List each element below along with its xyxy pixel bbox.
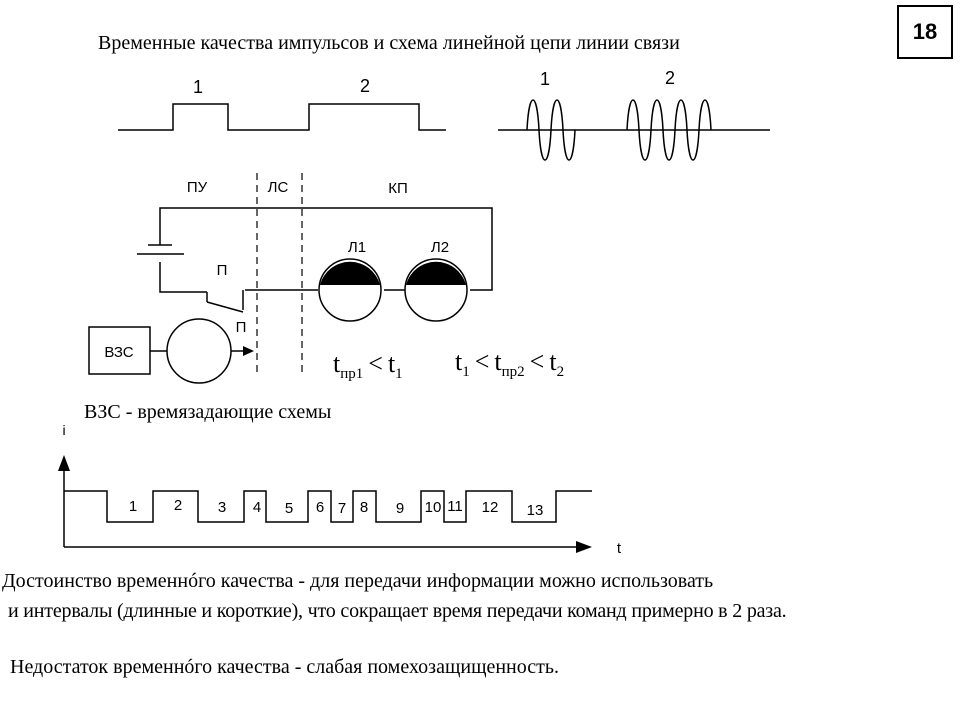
- interval-label-12: 12: [482, 499, 499, 516]
- interval-label-9: 9: [396, 500, 404, 517]
- y-axis-label: i: [62, 422, 65, 438]
- x-axis-arrow: [576, 541, 592, 553]
- motor-arrow-head: [243, 346, 254, 356]
- interval-label-10: 10: [425, 499, 442, 516]
- pulse-label-1: 1: [193, 77, 203, 97]
- interval-label-7: 7: [338, 500, 346, 517]
- interval-label-1: 1: [129, 498, 137, 515]
- advantage-text-line2: и интервалы (длинные и короткие), что со…: [8, 600, 787, 622]
- interval-label-2: 2: [174, 497, 182, 514]
- disadvantage-text: Недостаток временнóго качества - слабая …: [10, 656, 559, 678]
- lamp-label-1: Л1: [348, 239, 366, 256]
- pulse-label-2: 2: [360, 76, 370, 96]
- formula-2: t1<tпр2<t2: [455, 347, 564, 380]
- vzs-caption: ВЗС - времязадающие схемы: [84, 401, 331, 423]
- formula-1: tпр1<t1: [333, 349, 403, 382]
- sine-label-1: 1: [540, 69, 550, 89]
- lamp-1-dome: [320, 261, 380, 285]
- interval-label-13: 13: [527, 502, 544, 519]
- timing-waveform: [64, 490, 592, 523]
- interval-label-11: 11: [447, 498, 463, 515]
- zone-label-kp: КП: [388, 180, 408, 197]
- interval-label-3: 3: [218, 499, 226, 516]
- y-axis-arrow: [58, 455, 70, 471]
- lamp-2-dome: [406, 261, 466, 285]
- switch-label-bottom: П: [236, 319, 247, 336]
- interval-label-6: 6: [316, 499, 324, 516]
- interval-label-8: 8: [360, 499, 368, 516]
- sine-label-2: 2: [665, 68, 675, 88]
- switch-blade: [206, 301, 244, 313]
- rect-pulse-train: [118, 103, 446, 131]
- sine-burst-2: [626, 99, 712, 161]
- interval-label-5: 5: [285, 500, 293, 517]
- lamp-label-2: Л2: [431, 239, 449, 256]
- advantage-text-line1: Достоинство временнóго качества - для пе…: [2, 570, 714, 592]
- vzs-box-label: ВЗС: [104, 344, 133, 361]
- sine-burst-1: [526, 99, 576, 161]
- switch-label-top: П: [217, 262, 228, 279]
- slide-number: 18: [913, 19, 937, 44]
- x-axis-label: t: [617, 540, 622, 557]
- slide-title: Временные качества импульсов и схема лин…: [98, 32, 680, 54]
- motor-circle: [166, 318, 232, 384]
- slide-number-box: [897, 5, 953, 59]
- zone-label-pu: ПУ: [187, 179, 208, 196]
- circuit-bottom-wire: [159, 262, 207, 293]
- circuit-top-wire: [159, 207, 493, 291]
- interval-label-4: 4: [253, 499, 261, 516]
- zone-label-ls: ЛС: [268, 179, 289, 196]
